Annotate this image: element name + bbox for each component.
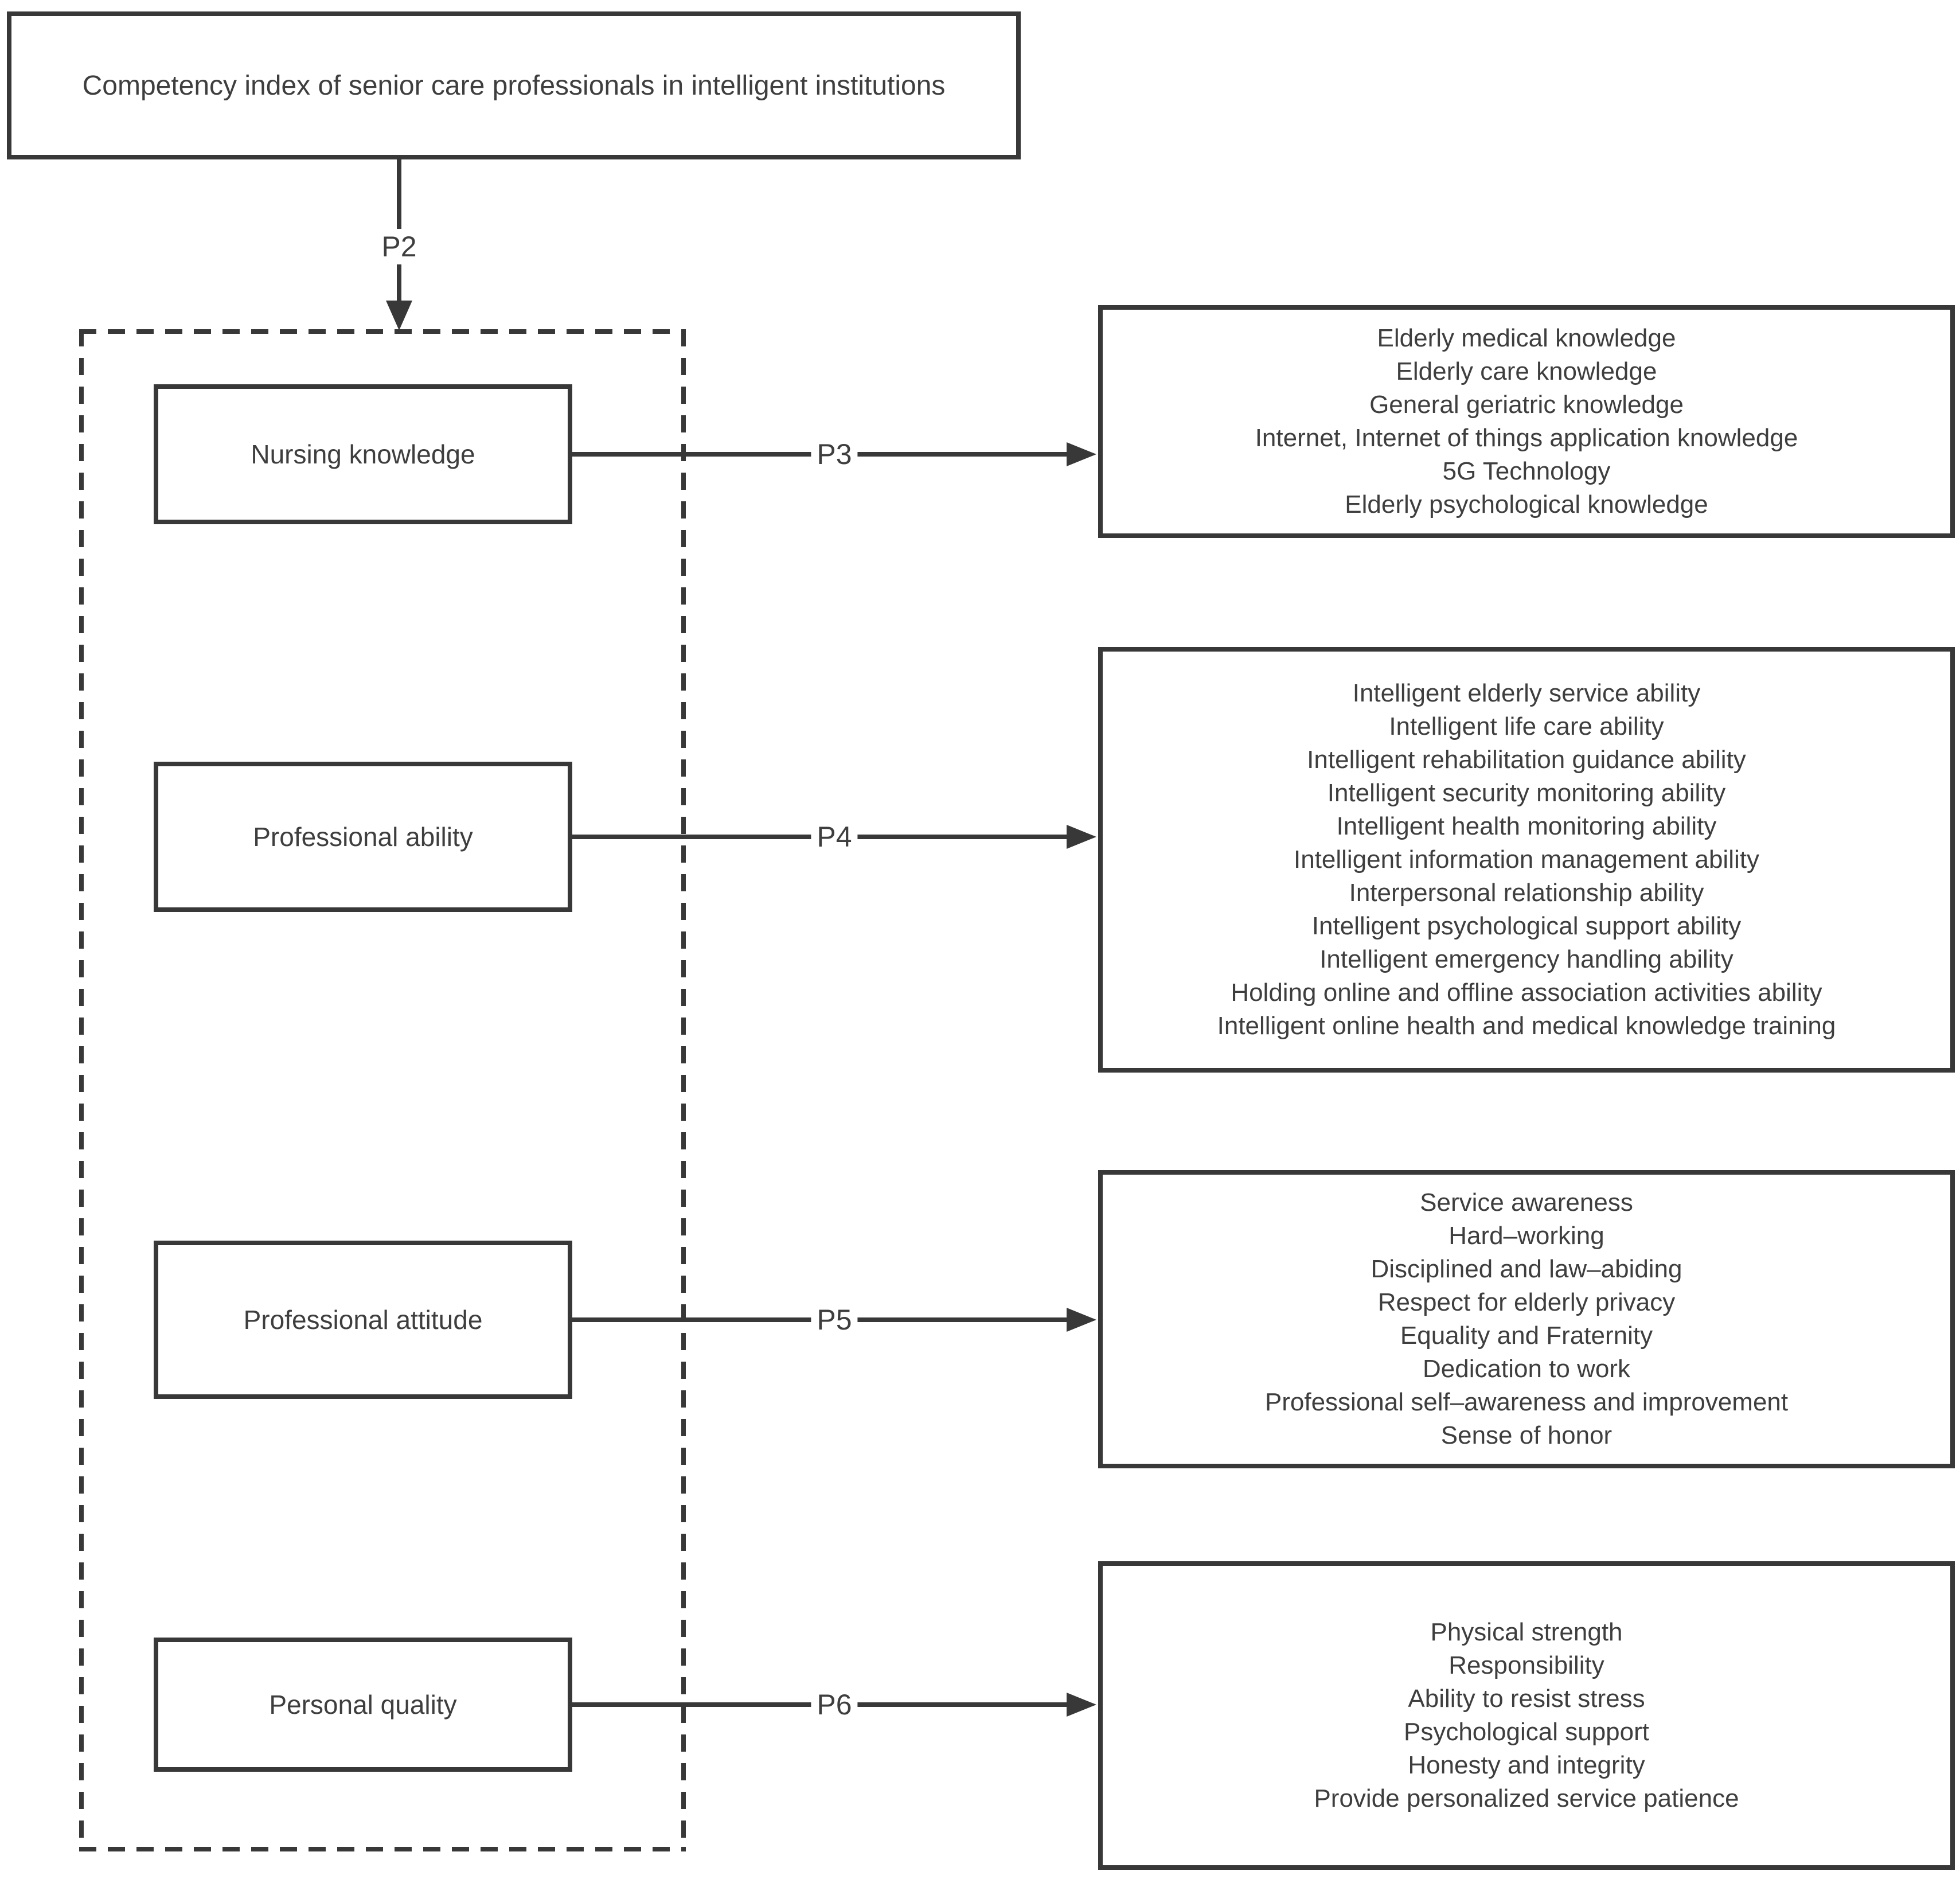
connector-p4-label: P4 <box>811 819 858 855</box>
indicator-list: Service awareness Hard–working Disciplin… <box>1264 1188 1789 1449</box>
indicator-list: Intelligent elderly service ability Inte… <box>1217 679 1836 1040</box>
root-node-label: Competency index of senior care professi… <box>82 70 946 101</box>
category-node-nursing-knowledge: Nursing knowledge <box>154 384 572 524</box>
connector-p4-arrowhead-icon <box>1067 825 1096 849</box>
category-node-label: Professional attitude <box>243 1305 483 1335</box>
category-group-outline-bottom-edge <box>79 1847 686 1851</box>
indicator-panel-professional-ability: Intelligent elderly service ability Inte… <box>1098 647 1955 1073</box>
connector-p5-label: P5 <box>811 1302 858 1338</box>
indicator-panel-professional-attitude: Service awareness Hard–working Disciplin… <box>1098 1170 1955 1468</box>
connector-p3-label: P3 <box>811 436 858 472</box>
indicator-list: Elderly medical knowledge Elderly care k… <box>1255 324 1798 519</box>
indicator-panel-nursing-knowledge: Elderly medical knowledge Elderly care k… <box>1098 305 1955 538</box>
category-node-professional-attitude: Professional attitude <box>154 1241 572 1399</box>
category-node-professional-ability: Professional ability <box>154 762 572 912</box>
category-node-label: Professional ability <box>253 822 473 852</box>
category-node-label: Personal quality <box>269 1690 457 1720</box>
category-group-outline-top-edge <box>79 329 686 334</box>
category-group-outline-left-edge <box>79 329 84 1851</box>
category-node-label: Nursing knowledge <box>251 439 475 469</box>
connector-p6-arrowhead-icon <box>1067 1693 1096 1717</box>
connector-p3-arrowhead-icon <box>1067 442 1096 466</box>
connector-p5-arrowhead-icon <box>1067 1308 1096 1332</box>
category-node-personal-quality: Personal quality <box>154 1638 572 1772</box>
category-group-outline-right-edge <box>681 329 686 1851</box>
connector-p2-arrowhead-icon <box>386 301 412 330</box>
connector-p6-label: P6 <box>811 1687 858 1722</box>
category-group-outline <box>79 329 686 1851</box>
indicator-panel-personal-quality: Physical strength Responsibility Ability… <box>1098 1561 1955 1870</box>
connector-p2-label: P2 <box>376 229 423 264</box>
indicator-list: Physical strength Responsibility Ability… <box>1314 1618 1739 1812</box>
root-node: Competency index of senior care professi… <box>7 11 1021 159</box>
